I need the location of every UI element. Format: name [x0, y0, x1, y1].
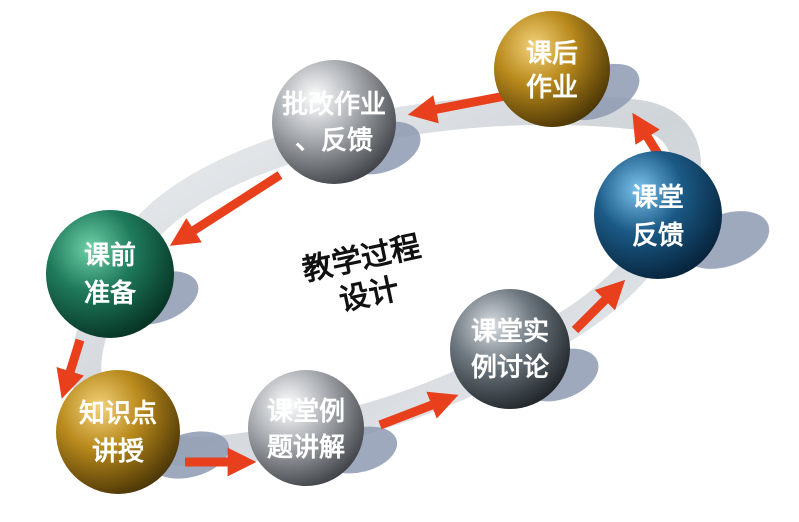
flow-arrows [56, 91, 669, 477]
node-sphere [494, 11, 610, 127]
node-label-line1: 课后 [526, 39, 578, 69]
node-label-line2: 讲授 [92, 437, 145, 467]
node-label-line2: 准备 [84, 279, 137, 309]
node-sphere [56, 370, 180, 494]
node-sphere [594, 151, 722, 279]
node-label-line1: 课前 [84, 240, 136, 271]
node-sphere [46, 210, 174, 338]
arrow-keqian-to-zhishidian [56, 338, 85, 399]
node-label-line1: 课堂例 [267, 397, 345, 427]
node-label-line1: 批改作业 [282, 89, 386, 120]
node-label-line2: 反馈 [632, 221, 684, 251]
node-label-line1: 课堂实 [471, 316, 549, 347]
node-ketang-shili-taolun: 课堂实 例讨论 [450, 289, 570, 409]
node-label-line1: 课堂 [632, 183, 684, 213]
center-title: 教学过程 设计 [299, 229, 424, 318]
node-sphere [272, 60, 396, 184]
node-ketang-fankui: 课堂 反馈 [594, 151, 722, 279]
node-label-line1: 知识点 [79, 398, 157, 429]
node-kehou-zuoye: 课后 作业 [494, 11, 610, 127]
arrow-shili-to-fankui [571, 279, 626, 334]
node-sphere [450, 289, 570, 409]
node-sphere [248, 370, 364, 486]
arrow-pigai-to-keqian [169, 171, 283, 246]
node-ketang-li-ti-jiangjie: 课堂例 题讲解 [248, 370, 364, 486]
arrow-ketangli-to-shili [378, 391, 459, 430]
node-keqian-zhunbei: 课前 准备 [46, 210, 174, 338]
node-label-line2: 作业 [526, 73, 578, 103]
node-zhishidian-jiangshou: 知识点 讲授 [56, 370, 180, 494]
arrow-kehou-to-pigai [407, 91, 506, 124]
node-pigai-fankui: 批改作业 、反馈 [272, 60, 396, 184]
node-label-line2: 例讨论 [471, 353, 550, 383]
node-label-line2: 、反馈 [295, 126, 373, 156]
node-label-line2: 题讲解 [267, 433, 345, 463]
